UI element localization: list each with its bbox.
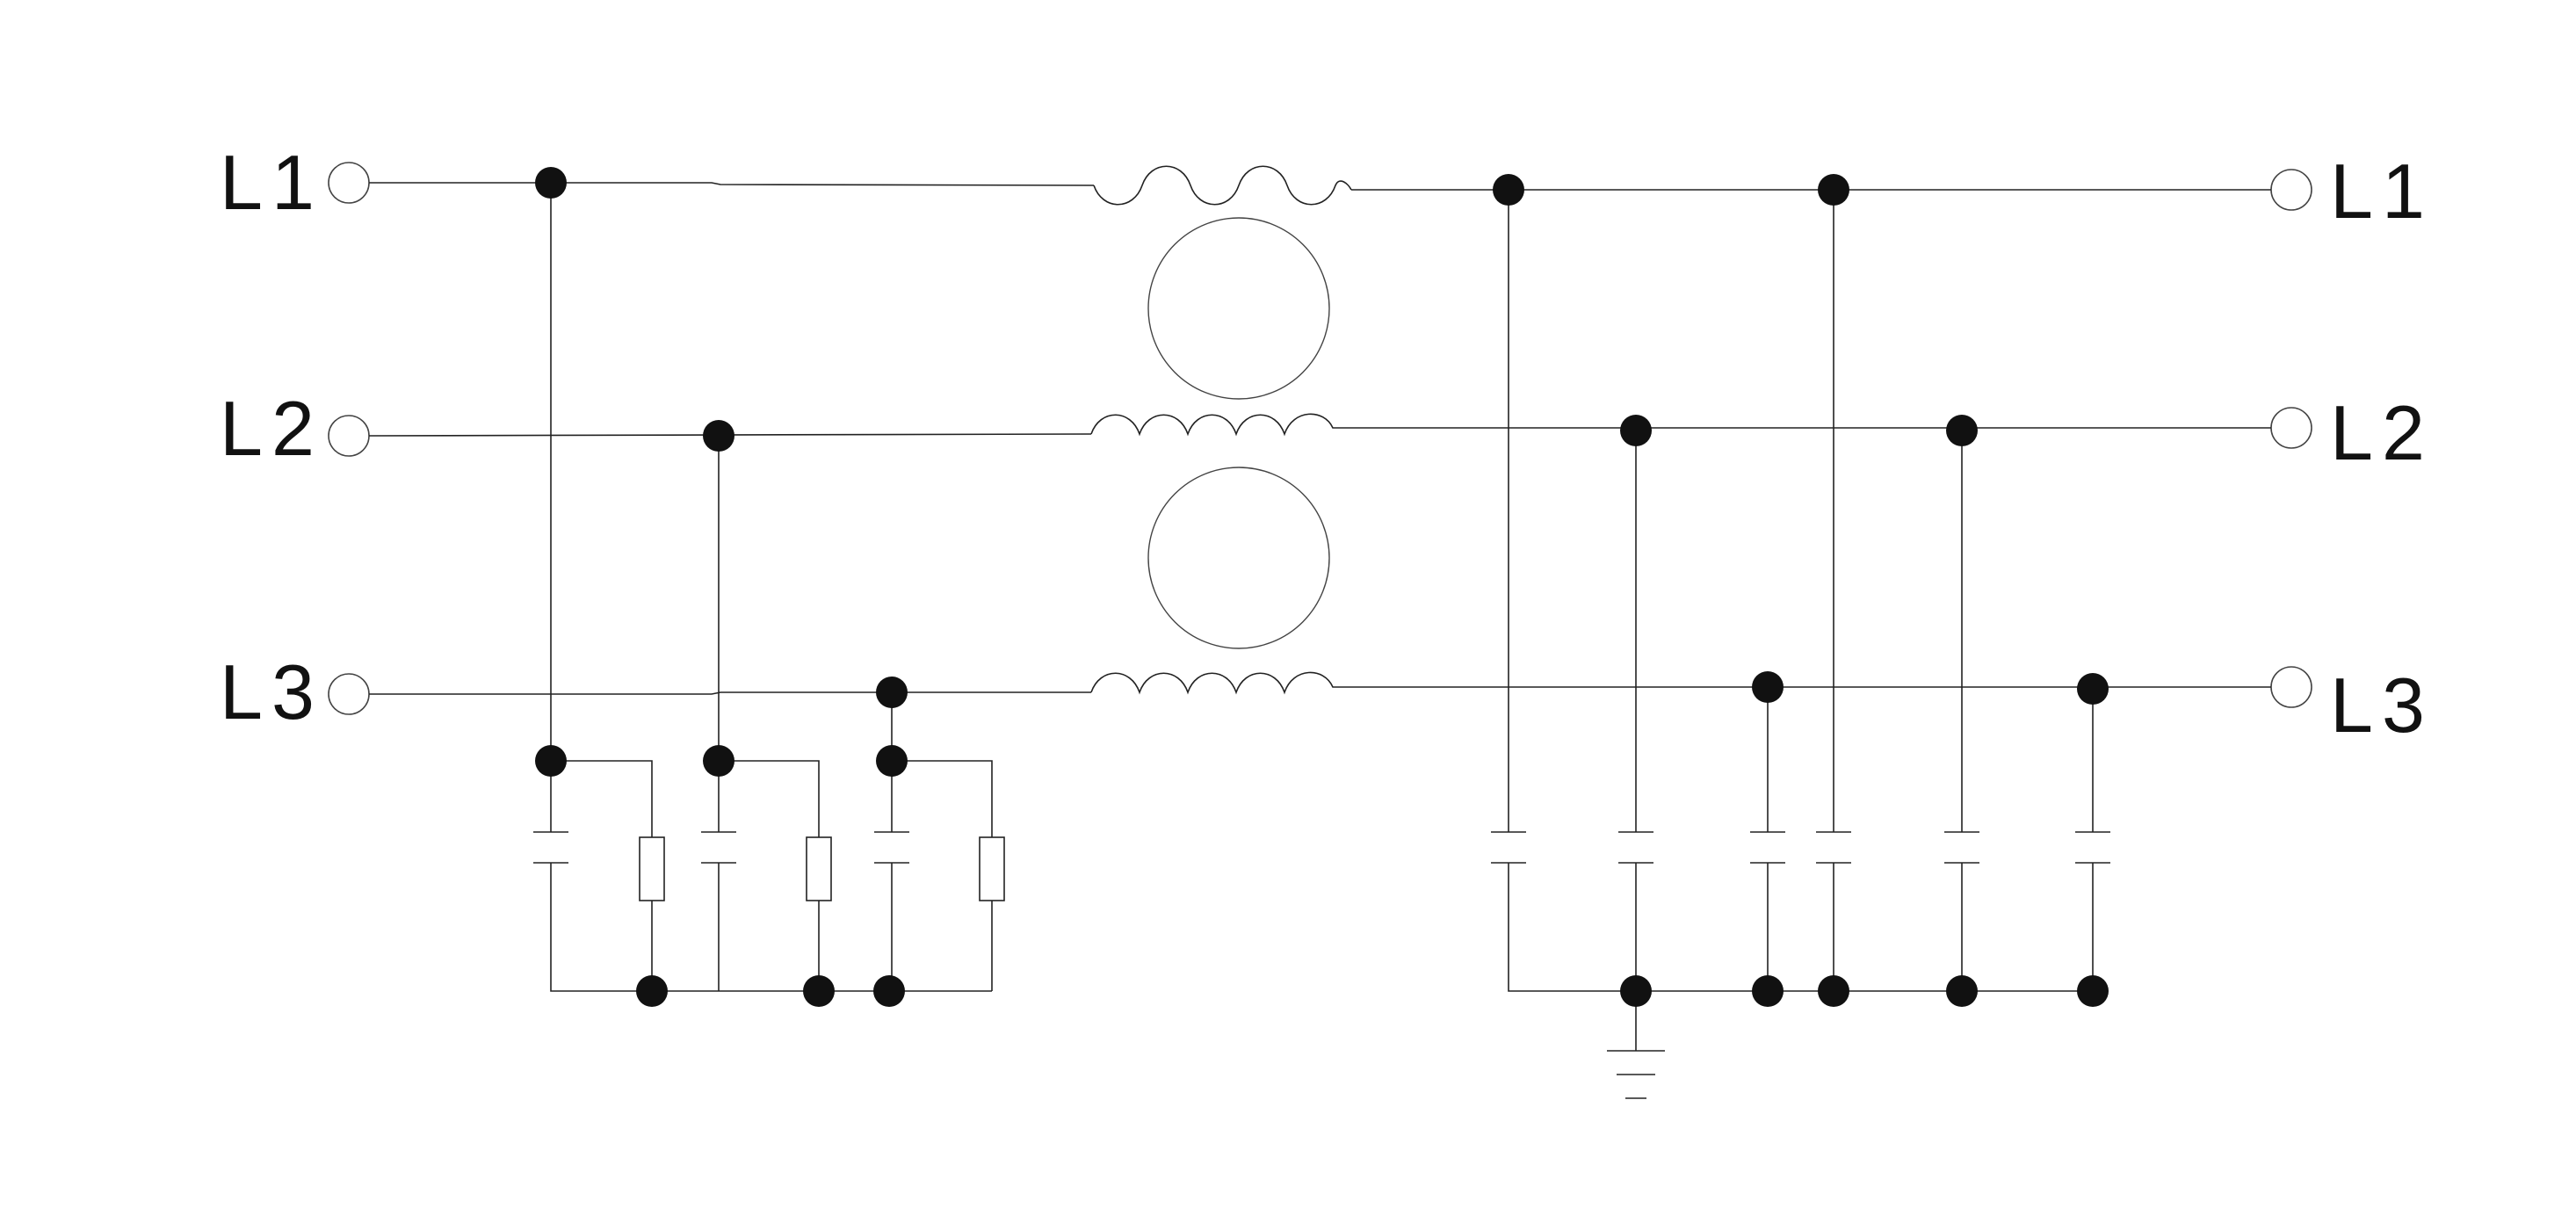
inductor-l3 (1090, 671, 1350, 695)
ferrite-core-upper (1147, 217, 1330, 400)
inductor-l1 (1093, 165, 1352, 206)
label-output-l3: L3 (2330, 662, 2434, 749)
line-l3-input (369, 691, 1091, 695)
terminal-input-l2 (328, 415, 370, 457)
label-input-l1: L1 (220, 139, 323, 226)
label-output-l1: L1 (2330, 148, 2434, 235)
resistor-1 (639, 836, 665, 901)
rc-group-2 (701, 760, 832, 991)
terminal-input-l1 (328, 162, 370, 204)
inductor-l2 (1090, 413, 1350, 437)
terminal-output-l3 (2270, 666, 2312, 708)
ferrite-core-lower (1147, 467, 1330, 649)
junction-dots (535, 167, 2109, 1007)
line-l1-input (369, 182, 1095, 186)
terminal-input-l3 (328, 673, 370, 715)
terminal-output-l1 (2270, 169, 2312, 211)
resistor-3 (979, 836, 1005, 901)
rc-group-1 (533, 760, 665, 992)
label-input-l2: L2 (220, 385, 323, 472)
terminal-output-l2 (2270, 407, 2312, 449)
label-input-l3: L3 (220, 648, 323, 735)
resistor-2 (806, 836, 832, 901)
label-output-l2: L2 (2330, 389, 2434, 476)
rc-group-3 (874, 760, 1005, 991)
output-cap-bank (1491, 190, 2110, 992)
ground-symbol (1607, 991, 1665, 1099)
